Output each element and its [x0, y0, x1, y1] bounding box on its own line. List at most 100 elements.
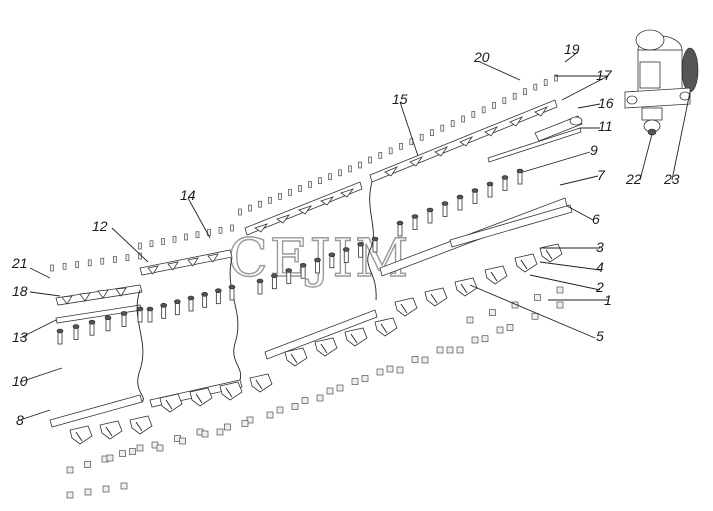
callout-18: 18 — [12, 283, 28, 299]
bolt-icon — [57, 331, 63, 345]
nut-icon — [396, 366, 404, 374]
nut-icon — [201, 430, 209, 438]
guard-slot-icon — [430, 293, 438, 304]
guard-finger-icon — [189, 387, 213, 407]
guard-slot-icon — [460, 283, 468, 294]
knife-bar-section-18 — [55, 284, 143, 306]
knife-bar-section-15 — [369, 99, 558, 183]
guard-fingers-3-4-5 — [69, 243, 563, 445]
bolt-icon — [358, 244, 364, 258]
bolt-head-icon — [271, 273, 278, 279]
nut-icon — [120, 482, 128, 490]
bolt-head-icon — [160, 303, 167, 308]
rivet-icon — [328, 173, 332, 181]
bolt-icon — [202, 294, 208, 308]
bolt-icon — [121, 313, 127, 327]
rivet-icon — [338, 169, 342, 177]
callout-5: 5 — [596, 328, 604, 344]
nut-icon — [421, 356, 429, 364]
bolt-head-icon — [215, 288, 222, 293]
rivet-icon — [368, 156, 372, 164]
nut-icon — [456, 346, 464, 354]
rivet-icon — [298, 185, 302, 192]
nut-icon — [556, 286, 564, 294]
guard-slot-icon — [290, 353, 298, 364]
knife-head-16 — [534, 115, 583, 142]
rivet-icon — [358, 161, 362, 169]
bolt-head-icon — [456, 194, 464, 200]
rivet-icon — [308, 181, 312, 188]
bolt-icon — [137, 309, 143, 323]
rivet-icon — [248, 204, 252, 212]
bolt-head-icon — [256, 278, 264, 284]
bolt-icon — [89, 322, 95, 336]
callout-2: 2 — [595, 279, 604, 295]
bolt-head-icon — [371, 236, 379, 242]
callout-3: 3 — [596, 239, 604, 255]
guard-finger-icon — [344, 327, 368, 347]
rivet-icon — [378, 152, 383, 159]
rivet-icon — [543, 79, 548, 86]
bolt-head-icon — [174, 299, 181, 304]
guard-finger-icon — [394, 297, 418, 317]
guard-slot-icon — [545, 249, 553, 260]
bolt-head-icon — [299, 262, 307, 268]
bolt-icon — [502, 178, 508, 191]
rivet-icon — [450, 120, 455, 127]
leader-lines — [19, 51, 691, 421]
nut-icon — [471, 336, 479, 344]
rivet-icon — [492, 102, 496, 109]
rivet-icon — [523, 88, 527, 95]
rivet-icon — [87, 259, 92, 267]
rivet-icon — [218, 226, 223, 234]
bolt-icon — [161, 305, 167, 319]
bolt-head-icon — [56, 328, 64, 334]
bolt-icon — [188, 298, 194, 312]
rivet-icon — [195, 231, 200, 239]
nut-icon — [156, 444, 164, 452]
bolt-icon — [229, 287, 235, 301]
rivet-icon — [512, 92, 517, 100]
bolt-head-icon — [104, 315, 112, 321]
nut-icon — [556, 301, 564, 309]
nut-icon — [266, 411, 274, 419]
nut-icon — [276, 406, 284, 414]
guard-slot-icon — [520, 259, 528, 270]
bolt-icon — [457, 197, 463, 211]
guard-finger-icon — [314, 337, 338, 357]
guard-finger-icon — [159, 393, 183, 413]
rivet-icon — [533, 83, 538, 91]
bolt-head-icon — [201, 292, 208, 297]
guard-finger-icon — [69, 425, 93, 445]
bolt-icon — [343, 250, 349, 263]
rivet-row-20 — [50, 74, 558, 272]
nut-icon — [446, 346, 454, 354]
guard-finger-icon — [129, 415, 153, 435]
nut-icon — [246, 416, 254, 424]
guard-slot-icon — [225, 387, 233, 398]
nut-icon — [84, 461, 91, 468]
rivet-icon — [399, 143, 403, 150]
bolt-head-icon — [471, 188, 479, 193]
nut-icon — [119, 450, 126, 457]
callout-labels: 1 2 3 4 5 6 7 8 9 10 11 12 13 14 15 16 1… — [11, 41, 680, 428]
callout-1: 1 — [604, 292, 612, 308]
nut-icon — [84, 488, 92, 496]
rivet-icon — [554, 74, 558, 82]
nut-icon — [534, 294, 541, 301]
callout-7: 7 — [597, 167, 606, 183]
bolt-icon — [372, 239, 378, 253]
rivet-icon — [149, 240, 154, 248]
guard-slot-icon — [105, 426, 113, 437]
callout-22: 22 — [625, 171, 642, 187]
nut-icon — [489, 309, 496, 316]
rivet-icon — [278, 193, 282, 200]
guard-finger-icon — [284, 347, 308, 367]
rivet-icon — [138, 242, 142, 250]
nut-icon — [496, 326, 504, 334]
callout-6: 6 — [592, 211, 600, 227]
nut-icon — [361, 375, 369, 382]
bolt-head-icon — [411, 214, 419, 219]
hydraulic-motor-22-23 — [624, 29, 699, 136]
